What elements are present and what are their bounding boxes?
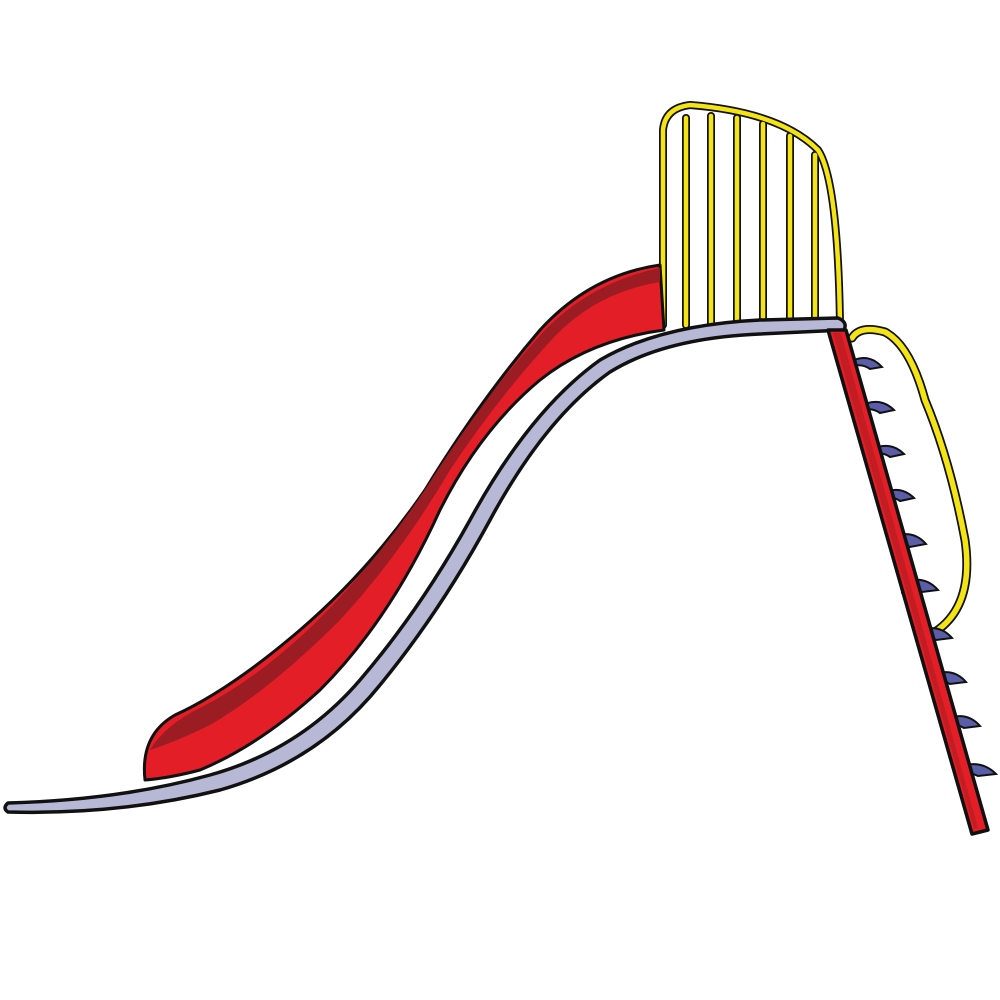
ladder-frame xyxy=(826,328,990,836)
ladder-handrail xyxy=(847,325,972,640)
slide-chute xyxy=(142,263,666,782)
slide-base-rail xyxy=(3,316,847,815)
top-guard-rail xyxy=(659,101,844,329)
